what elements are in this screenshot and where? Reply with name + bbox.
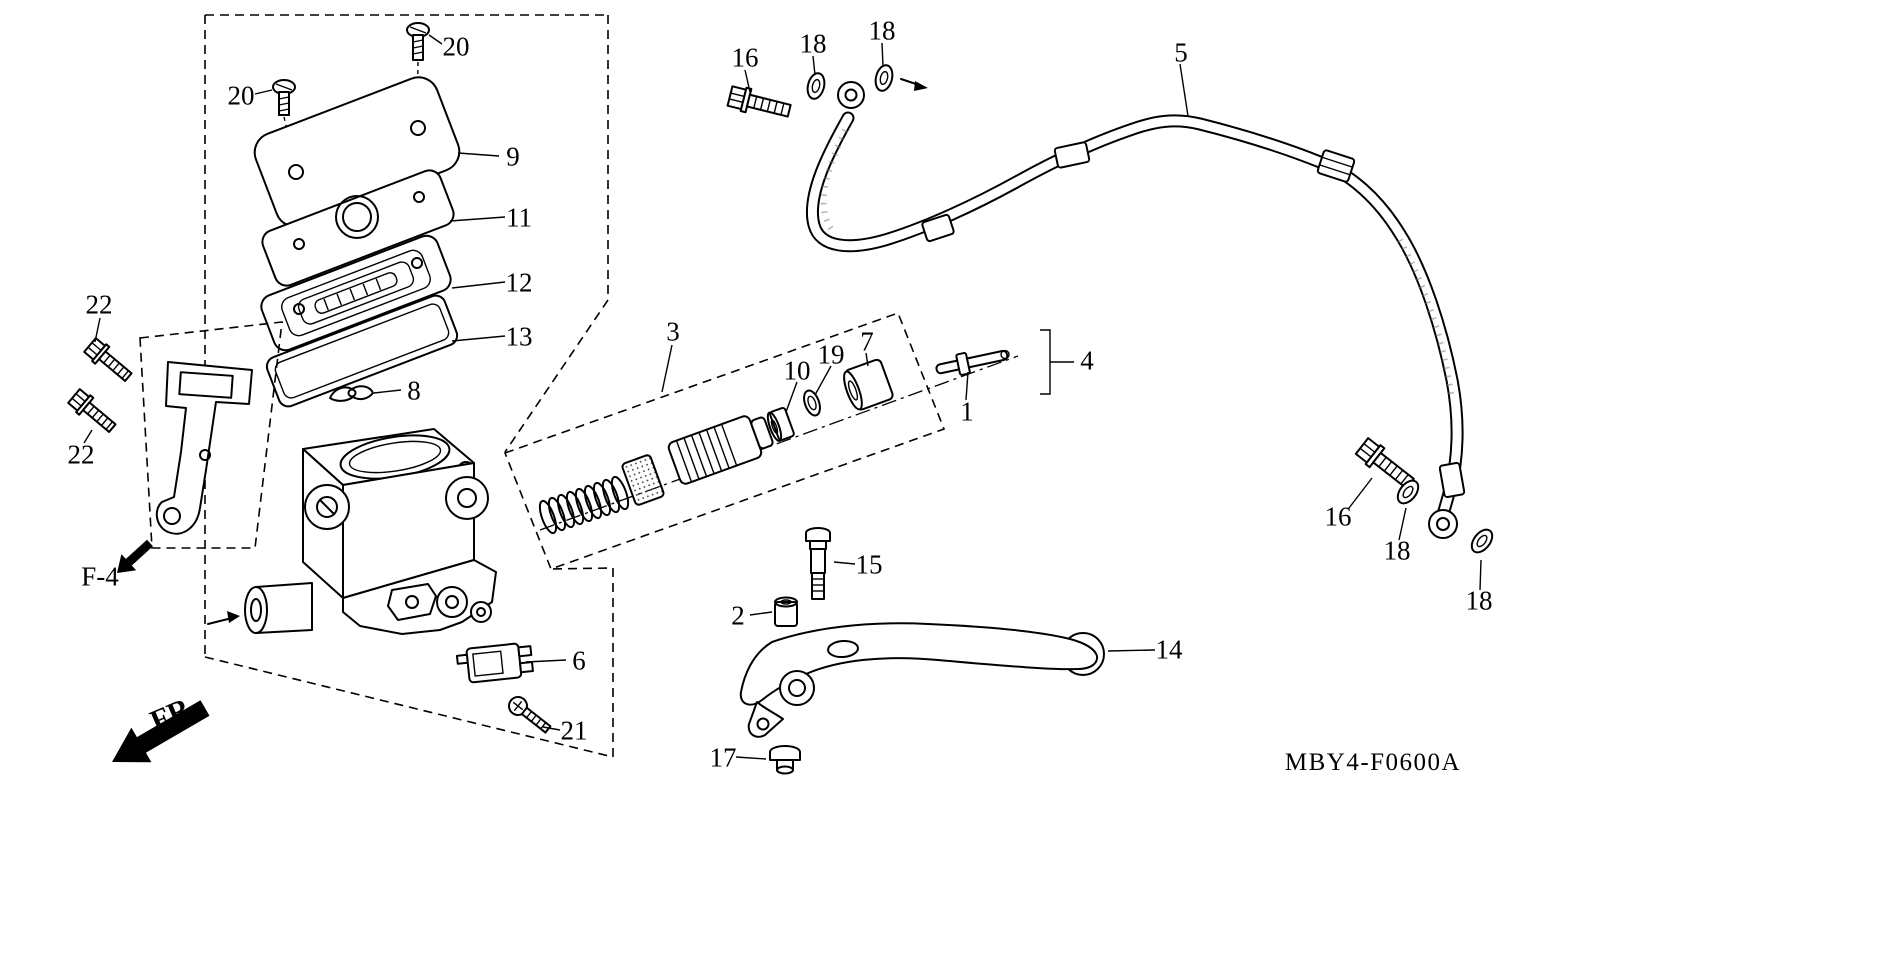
bracket-bolt-lower <box>67 388 117 433</box>
banjo-bolt-top <box>726 85 792 118</box>
piston-set-group <box>503 311 1074 571</box>
spring-seat <box>621 454 665 506</box>
master-piston <box>667 415 774 485</box>
pivot-nut <box>769 745 801 775</box>
diaphragm <box>260 234 452 352</box>
washer-top-1 <box>806 72 826 100</box>
frame-ref-arrow <box>117 539 153 573</box>
hose-sleeve-2 <box>1053 141 1091 169</box>
callout-20-left: 20 <box>227 80 255 111</box>
callout-12: 12 <box>505 267 533 298</box>
callout-18-top-1: 18 <box>799 28 827 59</box>
callout-7: 7 <box>860 326 874 357</box>
callout-16-top: 16 <box>731 42 759 73</box>
callout-16-bottom: 16 <box>1324 501 1352 532</box>
callout-1: 1 <box>960 396 974 427</box>
callout-4: 4 <box>1080 345 1094 376</box>
front-direction-arrow <box>112 700 210 763</box>
callout-8: 8 <box>407 375 421 406</box>
callout-10: 10 <box>783 355 811 386</box>
clamp <box>329 385 374 402</box>
callout-18-top-2: 18 <box>868 15 896 46</box>
master-cylinder-body <box>207 428 497 635</box>
clutch-lever <box>739 622 1105 738</box>
callout-11: 11 <box>506 202 532 233</box>
callout-18-bottom-2: 18 <box>1465 585 1493 616</box>
lever-pivot-bolt <box>805 527 831 600</box>
callout-6: 6 <box>572 645 586 676</box>
piston-cup-19 <box>803 389 821 417</box>
piston-cup-7 <box>843 358 894 411</box>
push-rod <box>935 349 1010 376</box>
callout-21: 21 <box>560 715 588 746</box>
mounting-bracket <box>139 321 283 549</box>
callout-22-upper: 22 <box>85 289 113 320</box>
callout-22-lower: 22 <box>67 439 95 470</box>
clutch-hose <box>806 81 1466 539</box>
callout-14: 14 <box>1155 634 1183 665</box>
cap-screw-left <box>272 79 296 116</box>
hose-sleeve-1 <box>921 213 955 243</box>
washer-top-2 <box>874 64 894 92</box>
hose-eyelet-top <box>837 81 865 109</box>
callout-20-top: 20 <box>442 31 470 62</box>
leader-lines <box>83 34 1482 760</box>
callout-19: 19 <box>817 339 845 370</box>
banjo-bolt-bottom <box>1354 437 1415 490</box>
callout-9: 9 <box>506 141 520 172</box>
diaphragm-plate <box>265 294 459 408</box>
callout-3: 3 <box>666 316 680 347</box>
callout-5: 5 <box>1174 37 1188 68</box>
bracket-bolt-upper <box>83 337 133 382</box>
callout-2: 2 <box>731 600 745 631</box>
piston-cup-10 <box>766 407 795 442</box>
callout-15: 15 <box>855 549 883 580</box>
hose-sleeve-3 <box>1438 461 1466 499</box>
callout-18-bottom-1: 18 <box>1383 535 1411 566</box>
diagram-code: MBY4-F0600A <box>1284 749 1462 776</box>
return-spring <box>538 475 630 535</box>
switch-screw <box>508 696 552 734</box>
frame-reference-label: F-4 <box>81 561 119 592</box>
hose-eyelet-bottom <box>1428 509 1458 539</box>
cap-screw-top <box>406 22 430 61</box>
hose-union-nut <box>1316 149 1356 183</box>
pivot-bushing <box>774 596 798 627</box>
assembly-direction-arrow <box>900 78 928 91</box>
detail-boundary-lines <box>204 14 614 758</box>
washer-bottom-2 <box>1470 528 1494 554</box>
washer-bottom-1 <box>1396 479 1420 505</box>
set-bracket-mark <box>1040 329 1074 395</box>
clutch-switch <box>455 642 534 684</box>
callout-17: 17 <box>709 742 737 773</box>
callout-13: 13 <box>505 321 533 352</box>
cap-plate <box>261 169 455 287</box>
